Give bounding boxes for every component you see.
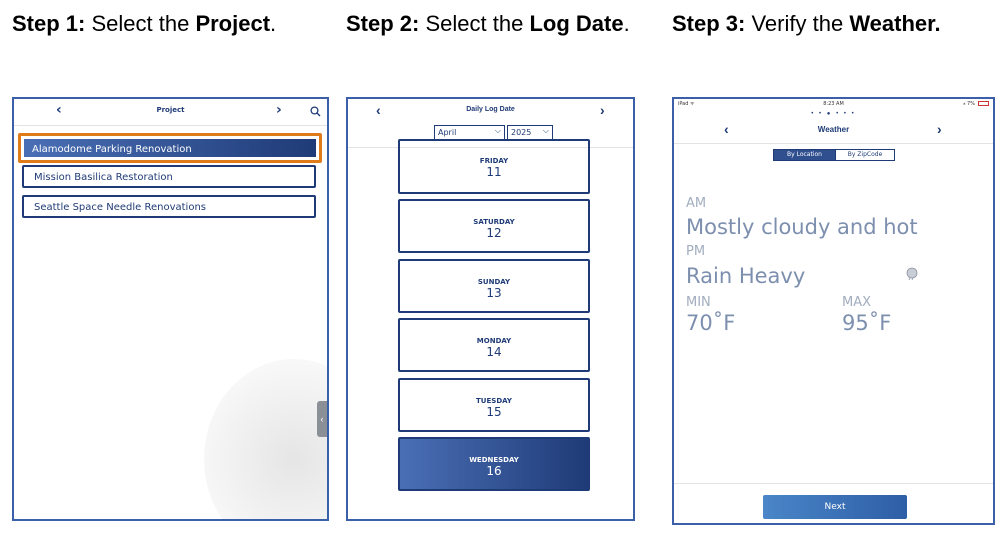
weather-nav-title: Weather bbox=[817, 125, 850, 134]
step-2-bold: Log Date bbox=[529, 11, 624, 36]
day-card-saturday[interactable]: SATURDAY 12 bbox=[398, 199, 590, 253]
forward-chevron-icon[interactable]: › bbox=[600, 102, 605, 118]
project-item-seattle-space-needle[interactable]: Seattle Space Needle Renovations bbox=[22, 195, 316, 218]
status-bar: iPad ᯤ 8:23 AM ⁎ 7% bbox=[674, 99, 993, 109]
min-temp: 70˚F bbox=[686, 311, 736, 335]
back-chevron-icon[interactable]: ‹ bbox=[376, 102, 381, 118]
device-label: iPad ᯤ bbox=[678, 101, 695, 107]
day-name: SUNDAY bbox=[477, 278, 511, 286]
am-forecast: Mostly cloudy and hot bbox=[686, 215, 918, 239]
year-select-value: 2025 bbox=[511, 128, 532, 137]
log-date-header: ‹ Daily Log Date › April ⌵ 2025 ⌵ bbox=[348, 99, 633, 148]
by-zipcode-tab[interactable]: By ZipCode bbox=[835, 149, 895, 161]
day-number: 16 bbox=[486, 464, 502, 478]
day-card-wednesday[interactable]: WEDNESDAY 16 bbox=[398, 437, 590, 491]
step-2-suffix: . bbox=[623, 11, 630, 36]
step-1-prefix: Step 1: bbox=[12, 11, 86, 36]
forward-chevron-icon[interactable]: › bbox=[937, 121, 942, 137]
status-time: 8:23 AM bbox=[823, 101, 844, 107]
day-card-friday[interactable]: FRIDAY 11 bbox=[398, 139, 590, 194]
max-temp: 95˚F bbox=[842, 311, 892, 335]
max-label: MAX bbox=[842, 295, 872, 310]
day-name: TUESDAY bbox=[476, 397, 512, 405]
min-label: MIN bbox=[686, 295, 711, 310]
step-3-title: Step 3: Verify the Weather. bbox=[672, 8, 992, 40]
step-3-prefix: Step 3: bbox=[672, 11, 746, 36]
day-number: 11 bbox=[486, 165, 502, 179]
page-dots-icon: • • ● • • • bbox=[811, 111, 856, 117]
search-icon[interactable] bbox=[310, 106, 321, 117]
weather-screen: iPad ᯤ 8:23 AM ⁎ 7% • • ● • • • ‹ Weathe… bbox=[672, 97, 995, 525]
day-name: SATURDAY bbox=[473, 218, 515, 226]
day-card-tuesday[interactable]: TUESDAY 15 bbox=[398, 378, 590, 432]
pm-forecast: Rain Heavy bbox=[686, 264, 806, 288]
log-date-nav-title: Daily Log Date bbox=[466, 106, 515, 113]
back-chevron-icon[interactable]: ‹ bbox=[724, 121, 729, 137]
project-item-alamodome[interactable]: Alamodome Parking Renovation bbox=[18, 133, 322, 163]
pm-label: PM bbox=[686, 244, 706, 259]
log-date-screen: ‹ Daily Log Date › April ⌵ 2025 ⌵ FRIDAY… bbox=[346, 97, 635, 521]
day-name: MONDAY bbox=[476, 337, 512, 345]
project-item-label: Alamodome Parking Renovation bbox=[24, 139, 316, 157]
rain-cloud-icon bbox=[906, 267, 918, 281]
project-screen: ‹ Project › Alamodome Parking Renovation… bbox=[12, 97, 329, 521]
next-button[interactable]: Next bbox=[763, 495, 907, 519]
back-chevron-icon[interactable]: ‹ bbox=[56, 102, 62, 118]
footer-divider bbox=[674, 483, 993, 484]
header-divider bbox=[674, 143, 993, 144]
chevron-down-icon: ⌵ bbox=[494, 126, 501, 135]
side-drawer-handle[interactable]: ‹ bbox=[317, 401, 327, 437]
battery-icon bbox=[978, 101, 989, 106]
day-name: FRIDAY bbox=[479, 157, 509, 165]
step-1-suffix: . bbox=[270, 11, 277, 36]
month-select[interactable]: April ⌵ bbox=[434, 125, 505, 140]
year-select[interactable]: 2025 ⌵ bbox=[507, 125, 553, 140]
day-number: 14 bbox=[486, 345, 502, 359]
day-name: WEDNESDAY bbox=[469, 456, 519, 464]
shadow-decoration bbox=[204, 359, 327, 519]
step-2-prefix: Step 2: bbox=[346, 11, 420, 36]
step-1-bold: Project bbox=[195, 11, 271, 36]
step-1-text: Select the bbox=[85, 11, 196, 36]
by-location-tab[interactable]: By Location bbox=[773, 149, 836, 161]
step-3-bold: Weather. bbox=[849, 11, 941, 36]
day-number: 12 bbox=[486, 226, 502, 240]
step-3-text: Verify the bbox=[745, 11, 850, 36]
step-2-title: Step 2: Select the Log Date. bbox=[346, 8, 636, 40]
am-label: AM bbox=[686, 196, 707, 211]
day-card-sunday[interactable]: SUNDAY 13 bbox=[398, 259, 590, 313]
month-select-value: April bbox=[438, 128, 457, 137]
project-navbar: ‹ Project › bbox=[14, 99, 327, 126]
day-number: 15 bbox=[486, 405, 502, 419]
project-nav-title: Project bbox=[156, 106, 185, 114]
chevron-down-icon: ⌵ bbox=[542, 126, 549, 135]
step-1-title: Step 1: Select the Project. bbox=[12, 8, 332, 40]
forward-chevron-icon[interactable]: › bbox=[276, 102, 282, 118]
day-number: 13 bbox=[486, 286, 502, 300]
battery-label: ⁎ 7% bbox=[962, 101, 975, 107]
step-2-text: Select the bbox=[419, 11, 530, 36]
day-card-monday[interactable]: MONDAY 14 bbox=[398, 318, 590, 372]
project-item-mission-basilica[interactable]: Mission Basilica Restoration bbox=[22, 165, 316, 188]
